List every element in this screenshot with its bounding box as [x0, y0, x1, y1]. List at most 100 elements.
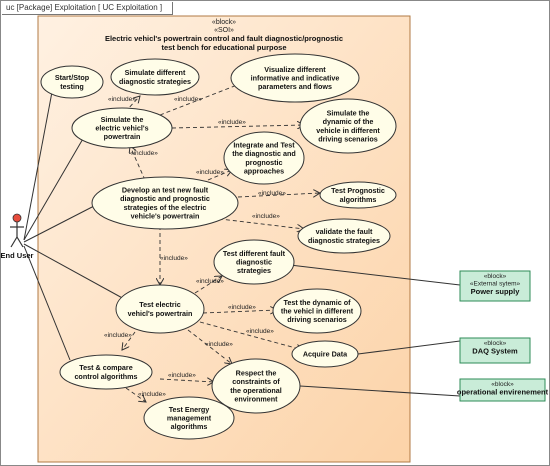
usecase-ellipse [297, 218, 391, 254]
include-label: «include» [205, 341, 233, 348]
usecase-label-line: Acquire Data [303, 350, 348, 359]
usecase-ellipse [299, 98, 397, 154]
usecase-label-line: the operational [230, 386, 282, 395]
usecase-label-line: validate the fault [316, 227, 373, 236]
usecase-ellipse [319, 181, 397, 209]
include-label: «include» [228, 304, 256, 311]
block-env[interactable]: «block»operational envirenement [457, 378, 549, 402]
inc-simpower-simdyn [171, 125, 304, 128]
usecase-label-line: environment [234, 394, 278, 403]
inc-testpower-testfault [194, 276, 222, 294]
usecase-label-line: powertrain [104, 132, 141, 141]
usecase-ellipse [91, 176, 239, 230]
usecase-label-line: Simulate the [101, 115, 144, 124]
inc-testpower-respect [187, 329, 232, 364]
usecase-label-line: constraints of [232, 377, 280, 386]
usecase-label-line: Develop an test new fault [122, 186, 209, 195]
system-stereotype-block: «block» [212, 19, 236, 26]
usecase-ellipse [223, 131, 305, 185]
external-blocks: «block»«External sytem»Power supply«bloc… [457, 270, 549, 402]
usecase-label-line: vehicl's powertrain [128, 309, 193, 318]
include-label: «include» [160, 255, 188, 262]
actor-label: End User [1, 251, 34, 260]
include-label: «include» [196, 278, 224, 285]
actor-end-user[interactable]: End User [1, 213, 34, 260]
block-name: Power supply [471, 287, 521, 296]
usecase-acquire[interactable]: Acquire Data [291, 340, 359, 368]
usecase-label-line: driving scenarios [318, 134, 378, 143]
system-title-line1: Electric vehicl's powertrain control and… [105, 34, 343, 43]
inc-develop-integrate [207, 170, 232, 181]
inc-develop-simpower [130, 146, 146, 181]
inc-compare-respect [159, 379, 214, 382]
usecase-label-line: diagnostic strategies [119, 77, 191, 86]
usecase-label-line: Simulate the [327, 109, 370, 118]
usecase-label-line: driving scenarios [287, 315, 347, 324]
assoc-develop [23, 204, 97, 243]
usecase-ellipse [115, 284, 205, 334]
inc-testpower-testdyn [202, 310, 277, 313]
include-labels: «include» «include» «include» «include» … [104, 96, 286, 398]
usecase-label-line: Simulate different [125, 68, 186, 77]
usecase-label-line: Test & compare [79, 363, 132, 372]
usecase-label-line: testing [60, 82, 84, 91]
frame-label: uc [Package] Exploitation [ UC Exploitat… [2, 2, 174, 15]
block-stereotype: «block» [484, 340, 507, 347]
inc-testpower-acquire [199, 321, 303, 350]
usecase-label-line: control algorithms [74, 372, 137, 381]
include-label: «include» [246, 328, 274, 335]
usecase-label-line: approaches [244, 166, 284, 175]
usecase-label-line: Integrate and Test [233, 141, 295, 150]
usecase-label-line: strategies [237, 266, 271, 275]
block-box [459, 378, 546, 402]
usecase-ellipse [230, 53, 360, 103]
include-label: «include» [108, 96, 136, 103]
block-associations [289, 264, 461, 397]
actor-head-icon [12, 213, 22, 223]
block-stereotype: «block» [484, 273, 507, 280]
usecase-label-line: diagnostic strategies [308, 236, 380, 245]
assoc-powersupply [289, 264, 461, 286]
usecase-label-line: electric vehicl's [95, 124, 148, 133]
actor-body-icon [10, 222, 24, 248]
usecase-label-line: Visualize different [264, 65, 326, 74]
usecase-label-line: diagnostic [236, 258, 272, 267]
usecase-label-line: Respect the [236, 369, 277, 378]
assoc-startstop [23, 91, 53, 241]
block-stereotype: «External sytem» [470, 281, 521, 288]
block-daq[interactable]: «block»DAQ System [459, 337, 531, 364]
include-label: «include» [130, 150, 158, 157]
usecase-label-line: Test the dynamic of [284, 298, 352, 307]
include-label: «include» [138, 391, 166, 398]
usecase-ellipse [272, 288, 362, 334]
include-label: «include» [174, 96, 202, 103]
usecase-ellipse [291, 340, 359, 368]
inc-develop-validate [211, 217, 304, 229]
block-name: operational envirenement [457, 388, 549, 397]
block-power[interactable]: «block»«External sytem»Power supply [459, 270, 531, 302]
usecase-ellipse [143, 396, 235, 440]
block-box [459, 270, 531, 302]
usecase-label-line: Test different fault [223, 249, 286, 258]
include-label: «include» [258, 190, 286, 197]
usecase-label-line: Test Energy [169, 405, 210, 414]
usecase-label-line: informative and indicative [251, 74, 340, 83]
